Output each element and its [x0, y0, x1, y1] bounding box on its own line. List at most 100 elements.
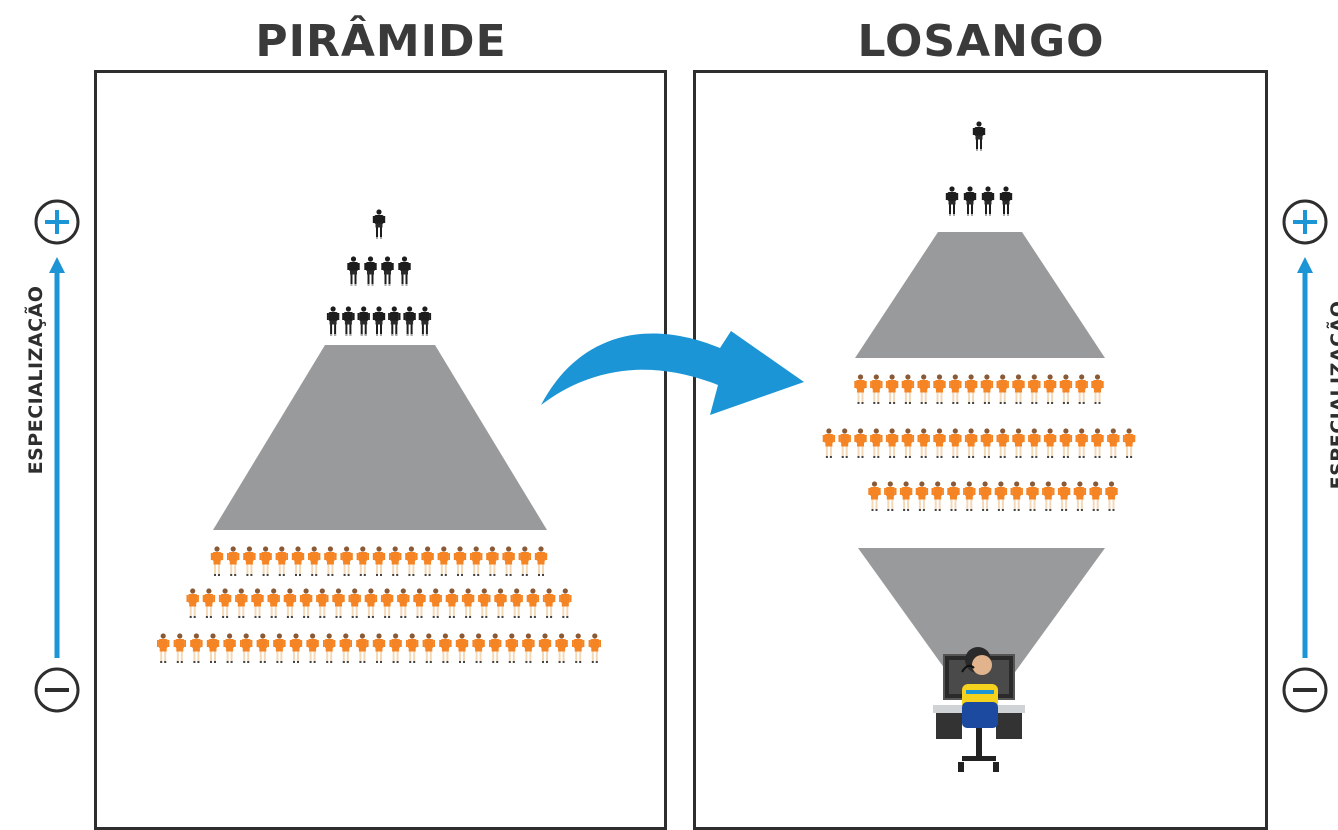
- diamond-row3-player-figure: [933, 428, 946, 458]
- especializacao-axis-right: [1282, 199, 1328, 713]
- diamond-row2-player-figure: [854, 374, 867, 404]
- pyramid-row5-player-figure: [572, 633, 585, 663]
- pyramid-row3-player-figure: [534, 546, 548, 576]
- diamond-row3-player-figure: [822, 428, 836, 458]
- pyramid-row3-player-figure: [227, 546, 240, 576]
- pyramid-row1-referee-figure: [398, 256, 411, 286]
- video-operator-at-desk: [933, 647, 1025, 772]
- pyramid-row3-player-figure: [356, 546, 369, 576]
- pyramid-row4-player-figure: [429, 588, 442, 618]
- diamond-row0-referee-figure: [972, 121, 986, 151]
- pyramid-trapezoid: [213, 345, 547, 530]
- pyramid-row3-player-figure: [340, 546, 353, 576]
- diamond-row3-player-figure: [1059, 428, 1073, 458]
- pyramid-row4-player-figure: [542, 588, 556, 618]
- diamond-row4-player-figure: [884, 481, 897, 511]
- diamond-row2-player-figure: [996, 374, 1009, 404]
- pyramid-row3-player-figure: [308, 546, 321, 576]
- diamond-row4-player-figure: [978, 481, 992, 511]
- diamond-row2-player-figure: [1012, 374, 1025, 404]
- diamond-row1-referee-figure: [945, 186, 959, 216]
- diamond-row2-player-figure: [933, 374, 946, 404]
- pyramid-row5-player-figure: [489, 633, 502, 663]
- diamond-row2-player-figure: [1059, 374, 1073, 404]
- panel-piramide: [94, 70, 667, 830]
- diamond-row2-player-figure: [917, 374, 930, 404]
- diamond-row4-player-figure: [1057, 481, 1071, 511]
- pyramid-row3-player-figure: [324, 546, 337, 576]
- pyramid-row4-player-figure: [494, 588, 507, 618]
- diamond-row4-player-figure: [1089, 481, 1102, 511]
- pyramid-row5-player-figure: [455, 633, 469, 663]
- pyramid-row3-player-figure: [372, 546, 386, 576]
- pyramid-row2-referee-figure: [342, 306, 355, 336]
- diamond-row3-player-figure: [980, 428, 994, 458]
- pyramid-row5-player-figure: [256, 633, 269, 663]
- pyramid-row4-player-figure: [251, 588, 264, 618]
- pyramid-row2-referee-figure: [403, 306, 416, 336]
- pyramid-row5-player-figure: [588, 633, 601, 663]
- pyramid-row5-player-figure: [439, 633, 452, 663]
- diamond-row3-player-figure: [885, 428, 899, 458]
- pyramid-row3-player-figure: [421, 546, 434, 576]
- pyramid-row5-player-figure: [505, 633, 518, 663]
- pyramid-row3-player-figure: [243, 546, 256, 576]
- pyramid-row4-player-figure: [316, 588, 329, 618]
- diamond-row4-player-figure: [1026, 481, 1039, 511]
- pyramid-row4-player-figure: [526, 588, 540, 618]
- pyramid-row4-player-figure: [202, 588, 216, 618]
- title-piramide: PIRÂMIDE: [255, 16, 507, 67]
- diamond-row2-player-figure: [964, 374, 978, 404]
- diamond-row2-player-figure: [1091, 374, 1104, 404]
- diamond-row1-referee-figure: [981, 186, 995, 216]
- diamond-row3-player-figure: [1075, 428, 1088, 458]
- pyramid-row5-player-figure: [190, 633, 203, 663]
- pyramid-row5-player-figure: [422, 633, 435, 663]
- pyramid-row3-player-figure: [502, 546, 515, 576]
- pyramid-row2-referee-figure: [326, 306, 340, 336]
- diamond-row4-player-figure: [963, 481, 976, 511]
- pyramid-row4-player-figure: [559, 588, 572, 618]
- pyramid-row5-player-figure: [323, 633, 336, 663]
- diamond-row2-player-figure: [980, 374, 994, 404]
- title-losango: LOSANGO: [857, 16, 1105, 67]
- pyramid-row4-player-figure: [348, 588, 361, 618]
- pyramid-row5-player-figure: [372, 633, 386, 663]
- diamond-row3-player-figure: [1043, 428, 1057, 458]
- diamond-row2-player-figure: [949, 374, 962, 404]
- pyramid-row4-player-figure: [510, 588, 523, 618]
- diamond-row3-player-figure: [1122, 428, 1136, 458]
- pyramid-row5-player-figure: [157, 633, 170, 663]
- pyramid-row4-player-figure: [478, 588, 491, 618]
- diamond-row3-player-figure: [964, 428, 978, 458]
- pyramid-row0-referee-figure: [372, 209, 386, 239]
- diamond-row3-player-figure: [901, 428, 915, 458]
- pyramid-row5-player-figure: [306, 633, 319, 663]
- pyramid-row5-player-figure: [555, 633, 568, 663]
- pyramid-row4-player-figure: [186, 588, 199, 618]
- pyramid-row1-referee-figure: [381, 256, 394, 286]
- diamond-row3-player-figure: [1028, 428, 1041, 458]
- diamond-row4-player-figure: [947, 481, 960, 511]
- diamond-upper-trapezoid: [855, 232, 1105, 358]
- diamond-row3-player-figure: [1091, 428, 1104, 458]
- diamond-row3-player-figure: [917, 428, 930, 458]
- diamond-row4-player-figure: [1105, 481, 1118, 511]
- pyramid-row5-player-figure: [339, 633, 352, 663]
- diamond-row4-player-figure: [899, 481, 913, 511]
- diamond-row4-player-figure: [931, 481, 944, 511]
- pyramid-row3-player-figure: [291, 546, 305, 576]
- diamond-row3-player-figure: [1107, 428, 1120, 458]
- diamond-row2-player-figure: [885, 374, 899, 404]
- pyramid-row4-player-figure: [413, 588, 426, 618]
- curved-arrow-icon: [541, 331, 804, 415]
- pyramid-row5-player-figure: [356, 633, 369, 663]
- pyramid-row4-player-figure: [332, 588, 345, 618]
- pyramid-row3-player-figure: [470, 546, 483, 576]
- diamond-row3-player-figure: [838, 428, 851, 458]
- pyramid-row5-player-figure: [173, 633, 186, 663]
- pyramid-row4-player-figure: [445, 588, 459, 618]
- pyramid-row2-referee-figure: [372, 306, 386, 336]
- diamond-row4-player-figure: [1042, 481, 1055, 511]
- pyramid-row4-player-figure: [380, 588, 394, 618]
